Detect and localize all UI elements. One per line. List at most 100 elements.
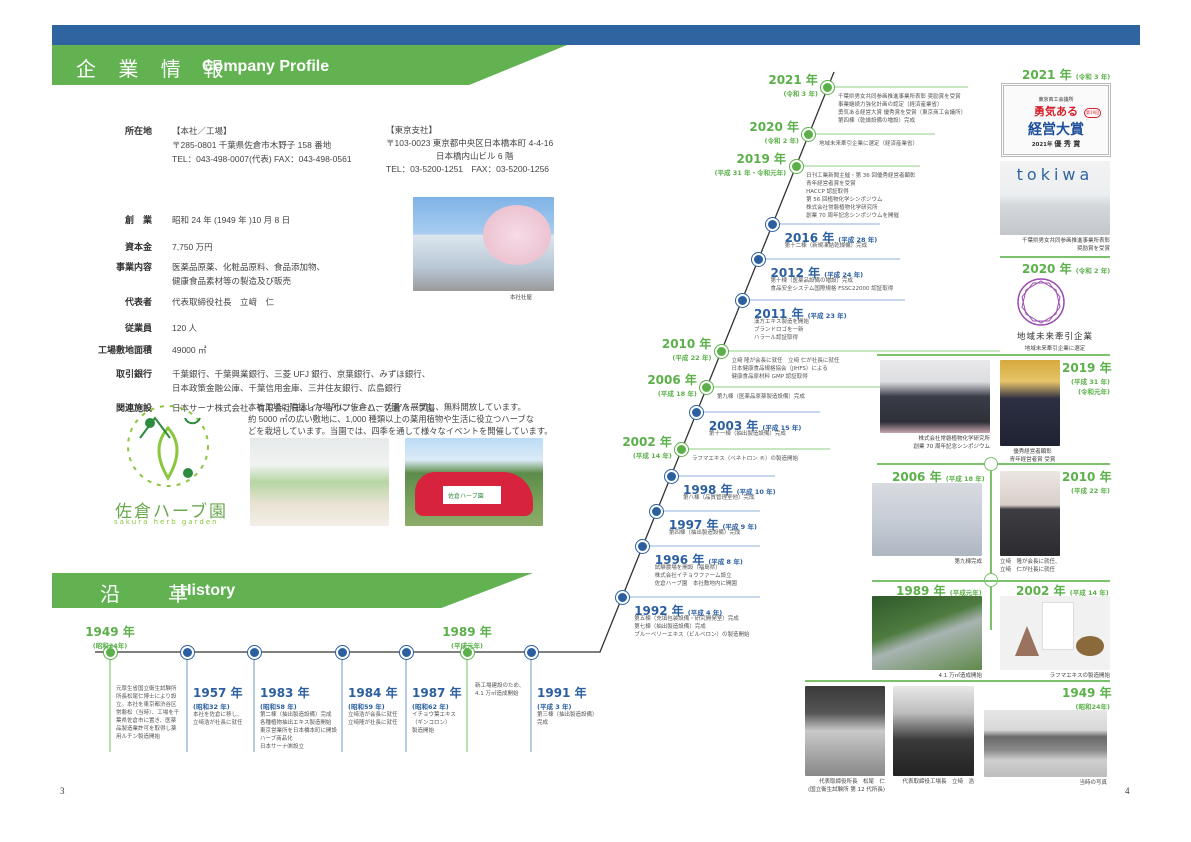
event-era: (昭和62 年) bbox=[412, 703, 449, 711]
event-era: (平成 28 年) bbox=[838, 236, 878, 244]
event-year: 1957 年 bbox=[193, 686, 243, 700]
profile-value: 7,750 万円 bbox=[172, 240, 213, 254]
award-org: 東京商工会議所 bbox=[1038, 97, 1074, 103]
event-line: 株式会社イチョウファーム設立 bbox=[654, 573, 732, 579]
profile-label: 工場敷地面積 bbox=[97, 345, 152, 355]
event-description: 試験農場を開設（福島県）株式会社イチョウファーム設立佐倉ハーブ園 本社敷地内に開… bbox=[655, 564, 737, 588]
event-line: 各種植物抽出エキス製造開始 bbox=[260, 720, 332, 726]
2020-caption: 地域未来牽引企業に選定 bbox=[1024, 346, 1086, 352]
timeline-dot bbox=[802, 127, 816, 141]
founder-matsuo-caption: 代表取締役所長 松尾 仁(国立衛生試験所 第 12 代所長) bbox=[790, 778, 885, 794]
era: (昭和24年) bbox=[1075, 703, 1111, 711]
timeline-dot bbox=[103, 645, 117, 659]
event-line: 第十一棟（抽出製造設備）完成 bbox=[708, 431, 786, 437]
caption-line: 代表取締役所長 松尾 仁 bbox=[818, 779, 885, 785]
tokiwa-staff-photo: tokiwa bbox=[1000, 161, 1110, 235]
2019-caption-2: 優秀経営者顕彰青年経営者賞 受賞 bbox=[995, 448, 1070, 464]
event-year: 2021 年 bbox=[768, 73, 818, 87]
divider bbox=[877, 354, 1110, 356]
event-line: 勇気ある経営大賞 優秀賞を受賞（東京商工会議所） bbox=[837, 110, 967, 116]
timeline-dot bbox=[180, 645, 194, 659]
year: 2010 年 bbox=[1062, 470, 1112, 484]
timeline-dot bbox=[399, 645, 413, 659]
herb-logo-en: sakura herb garden bbox=[114, 518, 219, 526]
profile-value-line: 千葉銀行、千葉興業銀行、三菱 UFJ 銀行、京葉銀行、みずほ銀行、 bbox=[172, 369, 431, 379]
event-year-label: 1989 年(平成元年) bbox=[442, 623, 492, 650]
event-year: 1992 年 bbox=[634, 604, 684, 618]
event-line: 東京営業所を日本橋本町に開設 bbox=[260, 728, 338, 734]
event-era: (平成 24 年) bbox=[824, 271, 864, 279]
event-year-label: 2012 年(平成 24 年) bbox=[771, 262, 864, 281]
herb-text-line: どを栽培しています。当園では、四季を通して様々なイベントを開催しています。 bbox=[248, 426, 553, 436]
year: 1949 年 bbox=[1062, 686, 1112, 700]
right-2019-year: 2019 年(平成 31 年)(令和元年) bbox=[1062, 359, 1112, 396]
event-line: HACCP 認証取得 bbox=[806, 189, 849, 195]
caption-line: 千葉県男女共同参画推進事業所表彰 bbox=[1021, 238, 1110, 244]
event-line: 完成 bbox=[537, 720, 549, 726]
caption-line: 青年経営者賞 受賞 bbox=[1009, 457, 1056, 463]
event-era: (平成 23 年) bbox=[807, 312, 847, 320]
event-description: 第五棟（充填包装設備・研究開発室）完成第七棟（抽出製造設備）完成ブルーベリーエキ… bbox=[634, 615, 749, 639]
timeline-dot bbox=[650, 504, 664, 518]
event-era: (令和 2 年) bbox=[764, 137, 799, 145]
right-1949-year: 1949 年 (昭和24年) bbox=[1062, 684, 1112, 711]
event-description: 第九棟（医薬品原薬製造設備）完成 bbox=[717, 393, 805, 401]
event-line: 健康食品原材料 GMP 認証取得 bbox=[731, 374, 808, 380]
event-line: 第三棟（抽出製造設備） bbox=[537, 712, 598, 718]
event-era: (令和 3 年) bbox=[783, 90, 818, 98]
old-factory-caption: 当時の写真 bbox=[1079, 780, 1107, 786]
history-header: 沿 革 History bbox=[52, 573, 533, 608]
section-title-jp: 企 業 情 報 bbox=[76, 57, 232, 81]
event-line: 第 56 回植物化学シンポジウム bbox=[806, 197, 883, 203]
timeline-dot bbox=[675, 442, 689, 456]
herb-description: 本社工場に隣接した場所に“佐倉ハーブ園”を展開し、無料開放しています。 約 50… bbox=[248, 401, 553, 437]
2006-caption: 第九棟完成 bbox=[954, 559, 982, 565]
tokyo-branch-label: 【東京支社】 bbox=[386, 125, 438, 135]
event-year: 2016 年 bbox=[784, 231, 835, 245]
event-year-label: 1992 年(平成 4 年) bbox=[634, 600, 722, 619]
event-line: ブルーベリーエキス（ビルベロン）の製造開始 bbox=[634, 632, 750, 638]
history-title-jp: 沿 革 bbox=[100, 582, 202, 606]
era: (平成 14 年) bbox=[1069, 589, 1109, 597]
divider-circle bbox=[984, 457, 998, 471]
event-era: (昭和32 年) bbox=[193, 703, 230, 711]
herb-text-line: 本社工場に隣接した場所に“佐倉ハーブ園”を展開し、無料開放しています。 bbox=[248, 402, 526, 412]
event-year: 1998 年 bbox=[683, 483, 733, 497]
caption-line: 立﨑 仁が社長に就任 bbox=[1000, 567, 1056, 573]
event-year: 1996 年 bbox=[654, 553, 705, 567]
event-year: 1991 年 bbox=[537, 686, 587, 700]
event-line: 本社を佐倉に移し、 bbox=[193, 712, 243, 718]
caption-line: 立﨑 隆が会長に就任、 bbox=[1000, 559, 1061, 565]
timeline-dot bbox=[335, 645, 349, 659]
event-description: 地域未来牽引企業に選定（経済産業省） bbox=[819, 140, 918, 148]
event-year-label: 2019 年(平成 31 年・令和元年) bbox=[646, 150, 787, 177]
profile-label: 所在地 bbox=[124, 126, 152, 136]
event-description: 千葉県男女共同参画推進事業所表彰 奨励賞を受賞事業継続力強化計画の認定（経済産業… bbox=[838, 93, 966, 125]
event-year-label: 1983 年(昭和58 年) bbox=[260, 684, 310, 711]
car-sign: 佐倉ハーブ園 bbox=[443, 486, 501, 504]
page-number-right: 4 bbox=[1125, 786, 1130, 796]
event-description: 第四棟（抽出製造設備）完成 bbox=[669, 529, 741, 537]
event-line: 第九棟（医薬品原薬製造設備）完成 bbox=[716, 394, 805, 400]
event-era: (平成 31 年・令和元年) bbox=[714, 169, 787, 177]
2019-caption-1: 株式会社常磐植物化学研究所創業 70 周年記念シンポジウム bbox=[880, 435, 991, 451]
event-line: 所長松尾仁博士により設 bbox=[116, 694, 177, 700]
event-year-label: 2010 年(平成 22 年) bbox=[571, 335, 712, 362]
hq-photo-caption: 本社社屋 bbox=[510, 295, 533, 301]
event-year: 1949 年 bbox=[85, 625, 135, 639]
event-era: (平成 15 年) bbox=[762, 424, 802, 432]
event-description: 本社を佐倉に移し、立﨑浩が社長に就任 bbox=[193, 711, 243, 727]
event-year: 2010 年 bbox=[661, 337, 712, 351]
year: 2021 年 bbox=[1022, 68, 1072, 82]
2010-caption: 立﨑 隆が会長に就任、立﨑 仁が社長に就任 bbox=[1000, 558, 1070, 574]
right-2002-year: 2002 年 (平成 14 年) bbox=[1016, 582, 1109, 599]
event-line: 創業 70 周年記念シンポジウムを開催 bbox=[806, 213, 900, 219]
event-era: (平成元年) bbox=[451, 642, 483, 650]
profile-value: 49000 ㎡ bbox=[172, 343, 207, 357]
event-year: 1997 年 bbox=[668, 518, 719, 532]
timeline-dot bbox=[821, 80, 835, 94]
event-era: (昭和24年) bbox=[92, 642, 128, 650]
history-title-en: History bbox=[180, 582, 236, 599]
timeline-dot bbox=[690, 405, 704, 419]
event-year-label: 1957 年 (昭和32 年) bbox=[193, 684, 243, 711]
